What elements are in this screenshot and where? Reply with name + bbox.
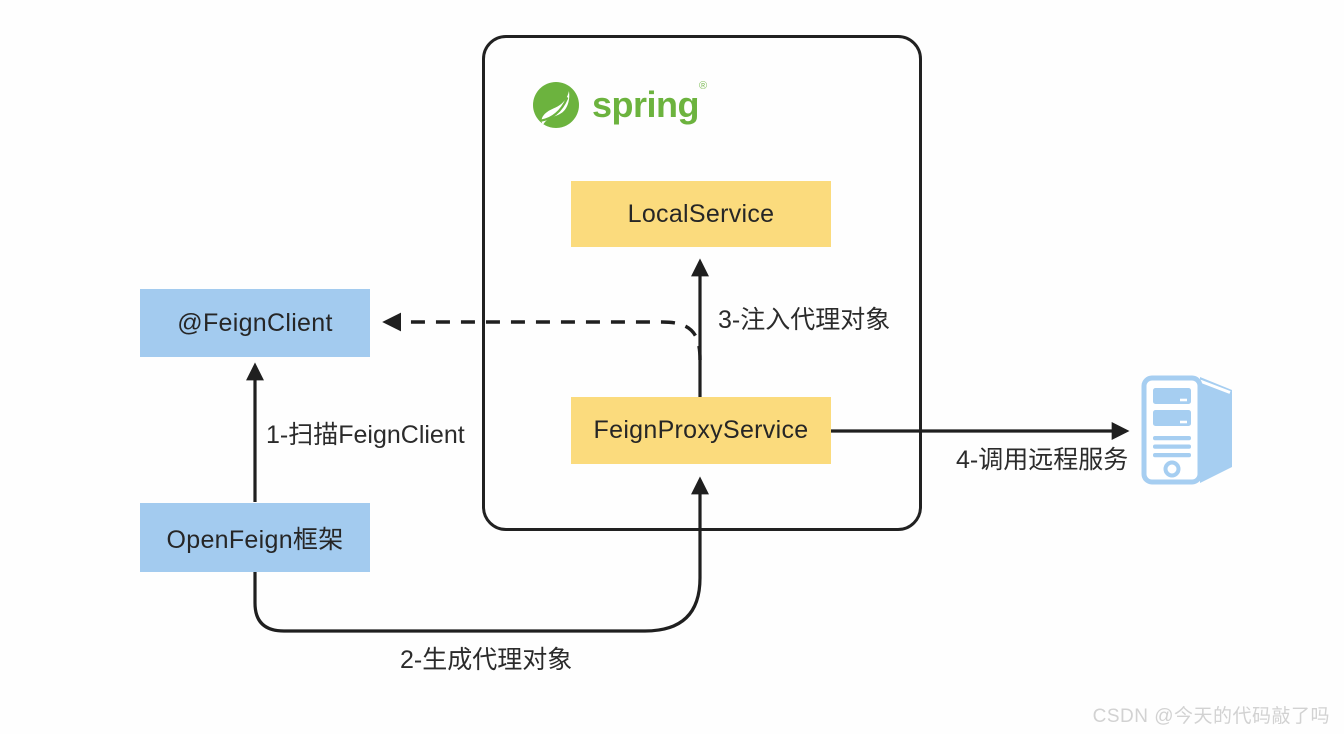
node-local-service-label: LocalService (627, 199, 775, 228)
node-openfeign-framework-label: OpenFeign框架 (166, 525, 344, 554)
node-feign-client-label: @FeignClient (177, 308, 333, 337)
spring-trademark: ® (699, 80, 707, 92)
spring-logo: spring® (533, 80, 707, 128)
remote-server-icon (1141, 375, 1232, 485)
edge-label-step2: 2-生成代理对象 (400, 646, 573, 674)
spring-leaf-icon (533, 82, 579, 128)
node-openfeign-framework: OpenFeign框架 (140, 503, 370, 572)
node-feign-client: @FeignClient (140, 289, 370, 357)
spring-logo-text: spring® (592, 80, 707, 125)
node-feign-proxy-service: FeignProxyService (571, 397, 831, 464)
edge-label-step1: 1-扫描FeignClient (266, 421, 465, 449)
spring-application-container (482, 35, 922, 531)
edge-label-step4: 4-调用远程服务 (956, 446, 1129, 474)
node-local-service: LocalService (571, 181, 831, 247)
edge-label-step3: 3-注入代理对象 (718, 306, 891, 334)
node-feign-proxy-service-label: FeignProxyService (593, 416, 809, 444)
csdn-watermark: CSDN @今天的代码敲了吗 (1092, 706, 1330, 727)
